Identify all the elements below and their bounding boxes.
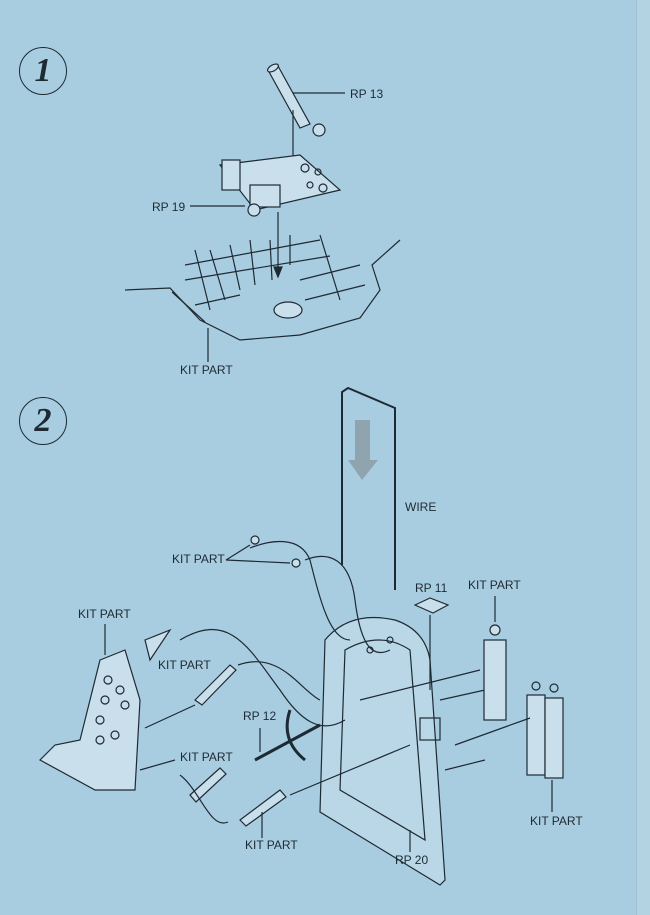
bracket-kit-part bbox=[194, 664, 237, 706]
label-kit-part-seat: KIT PART bbox=[78, 607, 131, 621]
rp13-part bbox=[266, 63, 326, 137]
twin-cylinders-kit-part bbox=[526, 681, 564, 779]
cylinder-kit-part bbox=[483, 624, 507, 721]
bracket-kit-part bbox=[144, 628, 172, 662]
step2-drawing bbox=[39, 386, 564, 886]
label-rp19: RP 19 bbox=[152, 200, 186, 214]
wire-bracket bbox=[179, 628, 346, 727]
wire-part bbox=[341, 386, 396, 590]
label-wire: WIRE bbox=[405, 500, 437, 514]
label-kit-part-twin-cylinders: KIT PART bbox=[530, 814, 583, 828]
pedal-lower-kit-part bbox=[239, 789, 287, 827]
label-kit-part-bracket: KIT PART bbox=[158, 658, 211, 672]
wire-bushing-2 bbox=[304, 555, 391, 654]
label-kit-part-bushings: KIT PART bbox=[172, 552, 225, 566]
bushing-part bbox=[250, 535, 260, 545]
label-rp13: RP 13 bbox=[350, 87, 384, 101]
label-kit-part-floor: KIT PART bbox=[180, 363, 233, 377]
arrow-to-seat bbox=[144, 704, 196, 729]
page-edge bbox=[636, 0, 650, 915]
seat-kit-part bbox=[39, 649, 141, 791]
rp19-part bbox=[218, 154, 342, 217]
bushing-part bbox=[291, 558, 301, 568]
bulkhead-rp20 bbox=[319, 616, 486, 886]
rp12-yoke bbox=[285, 709, 306, 762]
step-2-badge: 2 bbox=[19, 397, 67, 445]
label-rp11: RP 11 bbox=[415, 581, 448, 595]
step1-drawing bbox=[124, 63, 401, 362]
down-arrow-icon bbox=[348, 420, 378, 480]
pedal-upper-kit-part bbox=[189, 767, 227, 803]
floor-kit-part bbox=[124, 234, 401, 341]
rp11-part bbox=[413, 597, 450, 614]
wire-bushing-1 bbox=[249, 540, 351, 641]
step-1-badge: 1 bbox=[19, 47, 67, 95]
label-rp20: RP 20 bbox=[395, 853, 429, 867]
label-kit-part-pedal-upper: KIT PART bbox=[180, 750, 233, 764]
label-kit-part-pedal-lower: KIT PART bbox=[245, 838, 298, 852]
bushings-leader bbox=[225, 544, 291, 564]
label-kit-part-cylinder: KIT PART bbox=[468, 578, 521, 592]
pedal-arrow bbox=[289, 744, 411, 796]
cylinder-arrows bbox=[359, 669, 531, 746]
rp12-rod bbox=[254, 723, 321, 762]
label-rp12: RP 12 bbox=[243, 709, 277, 723]
